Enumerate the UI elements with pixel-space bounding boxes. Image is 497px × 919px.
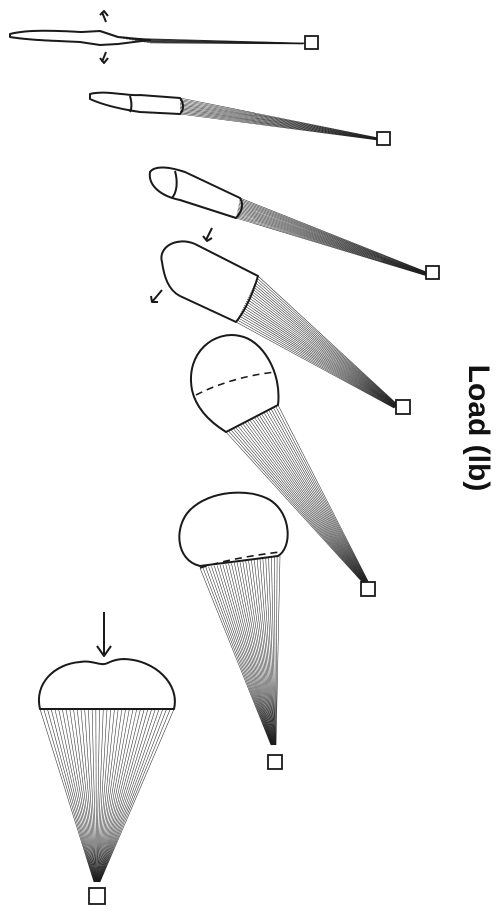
suspension-line	[273, 407, 367, 581]
stage-3-initial-inflation	[150, 167, 439, 279]
suspension-line	[240, 562, 274, 745]
suspension-line	[237, 212, 427, 275]
stage-7-arrow	[97, 612, 111, 656]
suspension-line	[47, 709, 94, 882]
suspension-line	[240, 314, 395, 408]
suspension-line	[51, 709, 94, 882]
suspension-line	[99, 709, 148, 882]
suspension-line	[237, 214, 428, 275]
suspension-line	[70, 709, 96, 882]
suspension-line	[100, 709, 174, 882]
suspension-line	[266, 411, 367, 581]
suspension-line	[254, 284, 397, 405]
suspension-line	[251, 291, 397, 406]
suspension-line	[236, 217, 427, 276]
suspension-line	[98, 709, 129, 882]
suspension-line	[240, 198, 429, 273]
suspension-line	[203, 568, 271, 745]
suspension-line	[180, 105, 378, 139]
stage-7-fully-open	[39, 612, 175, 904]
suspension-line	[249, 295, 396, 406]
stage-1-line-stretch	[10, 11, 318, 63]
stage-5-partial-inflation	[191, 335, 375, 596]
suspension-line	[237, 213, 428, 275]
stage-2-payload	[377, 132, 390, 145]
suspension-line	[180, 99, 379, 138]
stage-2-canopy-stretch	[90, 93, 390, 145]
suspension-line	[246, 301, 396, 407]
suspension-line	[99, 709, 159, 882]
suspension-line	[239, 202, 428, 274]
suspension-line	[242, 309, 395, 407]
suspension-line	[278, 405, 368, 581]
suspension-line	[55, 709, 95, 882]
suspension-line	[99, 709, 152, 882]
suspension-line	[236, 322, 394, 408]
suspension-line	[236, 218, 427, 276]
suspension-line	[253, 286, 397, 405]
suspension-line	[248, 297, 396, 406]
stage-7-payload	[89, 888, 105, 904]
suspension-line	[240, 201, 429, 274]
suspension-line	[180, 111, 377, 139]
suspension-line	[276, 406, 368, 581]
stage-4-suspension-lines	[236, 276, 398, 408]
suspension-line	[81, 709, 96, 882]
axis-label: Load (lb)	[461, 365, 495, 492]
suspension-line	[217, 565, 272, 745]
stage-1-payload	[305, 36, 318, 49]
suspension-line	[209, 567, 272, 745]
suspension-line	[243, 307, 395, 407]
suspension-line	[269, 410, 368, 581]
stage-5-payload	[361, 582, 375, 596]
suspension-line	[180, 110, 378, 140]
suspension-line	[180, 113, 377, 140]
suspension-line	[180, 102, 379, 139]
suspension-line	[239, 206, 429, 275]
suspension-line	[241, 312, 395, 408]
stage-3-payload	[426, 266, 439, 279]
suspension-line	[237, 216, 428, 276]
suspension-line	[250, 293, 397, 406]
suspension-line	[98, 709, 133, 882]
suspension-line	[239, 204, 429, 274]
suspension-line	[240, 199, 429, 273]
suspension-line	[247, 299, 396, 407]
suspension-line	[239, 316, 395, 408]
suspension-line	[99, 709, 141, 882]
suspension-line	[238, 211, 428, 275]
suspension-line	[180, 103, 378, 138]
stage-2-suspension-lines	[180, 98, 379, 140]
suspension-line	[252, 289, 397, 406]
suspension-line	[100, 709, 170, 882]
stage-6-near-full-inflation	[179, 493, 287, 769]
suspension-line	[245, 303, 396, 407]
suspension-line	[258, 276, 398, 405]
stage-6-payload	[268, 755, 282, 769]
stage-1-suspension-lines	[120, 38, 305, 44]
stage-7-suspension-lines	[40, 709, 174, 882]
stage-4-payload	[396, 400, 410, 414]
suspension-line	[66, 709, 95, 882]
suspension-line	[226, 564, 273, 745]
suspension-line	[238, 209, 428, 274]
suspension-line	[180, 107, 378, 139]
suspension-line	[180, 101, 379, 139]
suspension-line	[238, 207, 428, 275]
suspension-line	[180, 106, 378, 139]
stage-6-suspension-lines	[200, 556, 280, 745]
suspension-line	[239, 203, 429, 274]
stage-3-suspension-lines	[236, 198, 429, 276]
suspension-line	[238, 208, 428, 275]
suspension-line	[180, 109, 378, 140]
